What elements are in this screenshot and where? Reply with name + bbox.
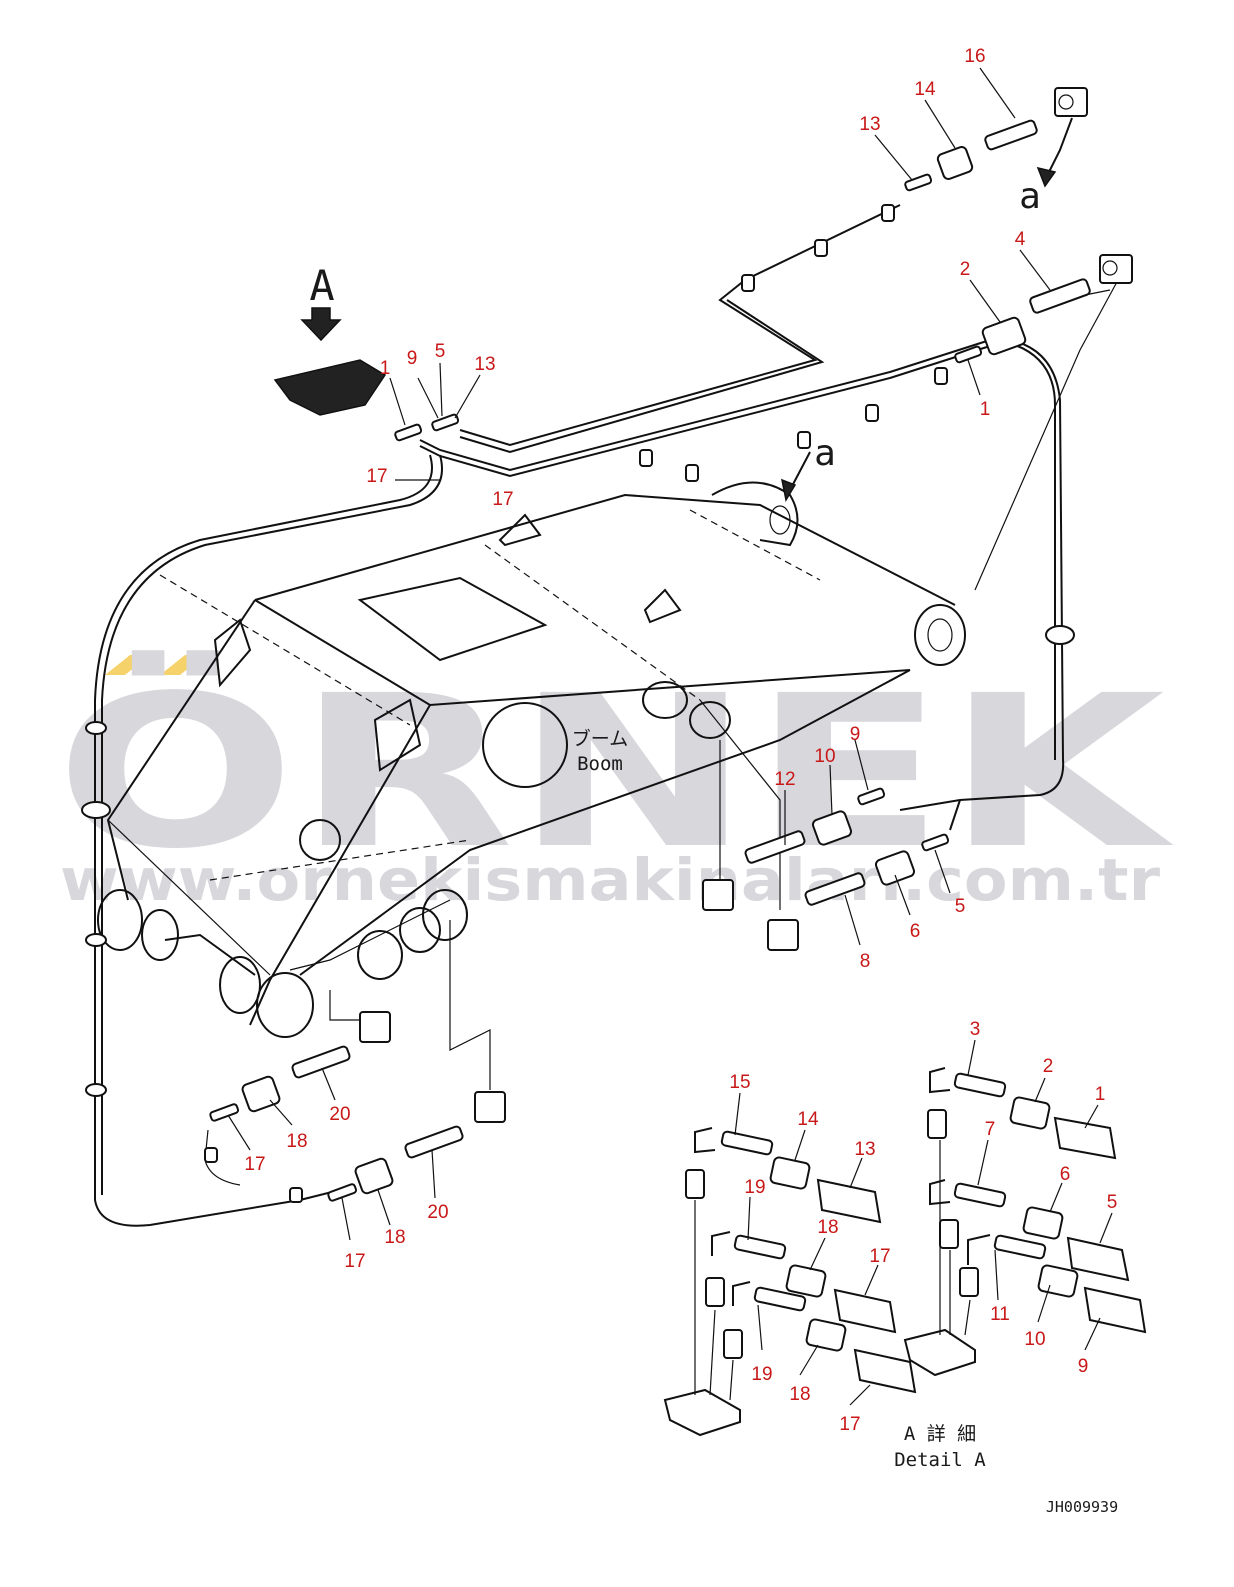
callout-6: 6 [910,921,921,942]
callout-13: 13 [859,114,880,135]
detail-callout-6: 6 [1060,1164,1071,1185]
detail-callout-7: 7 [985,1119,996,1140]
callout-17-c: 17 [244,1154,265,1175]
callout-18: 18 [286,1131,307,1152]
detail-callout-18: 18 [817,1217,838,1238]
watermark-url: www.ornekismakinalari.com.tr [60,846,1160,914]
manifold-block-a [273,359,460,442]
detail-callout-2: 2 [1043,1056,1054,1077]
callout-9: 9 [407,348,418,369]
callout-17: 17 [366,466,387,487]
detail-callout-13: 13 [854,1139,875,1160]
callout-10: 10 [814,746,835,767]
detail-a-parts [663,1067,1147,1437]
detail-callout-1: 1 [1095,1084,1106,1105]
clamps [81,204,1075,1203]
callout-1: 1 [380,358,391,379]
fittings-top-right [904,87,1133,364]
detail-callout-19: 19 [744,1177,765,1198]
boom-label-jp: ブーム [572,727,628,750]
callout-14: 14 [914,79,936,100]
callout-18-b: 18 [384,1227,405,1248]
callout-5-b: 5 [955,896,966,917]
ref-arrow-icon [780,478,797,503]
detail-callout-11: 11 [990,1304,1010,1325]
drawing-code: JH009939 [1046,1498,1118,1516]
callout-17-d: 17 [344,1251,365,1272]
callout-9-b: 9 [850,724,861,745]
detail-callout-19-b: 19 [751,1364,772,1385]
detail-callout-14: 14 [797,1109,819,1130]
callout-17-b: 17 [492,489,513,510]
detail-callout-15: 15 [729,1072,750,1093]
detail-caption-jp: A 詳 細 [904,1423,976,1445]
callout-2: 2 [960,259,971,280]
boom-label-en: Boom [577,753,623,775]
callout-20-b: 20 [427,1202,448,1223]
callout-leaders-main [227,67,1051,1241]
detail-caption-en: Detail A [894,1449,986,1471]
callout-8: 8 [860,951,871,972]
watermark-brand: ÖRNEK [55,649,1175,895]
view-a-label: A [309,261,334,310]
detail-callout-10: 10 [1024,1329,1045,1350]
detail-callout-3: 3 [970,1019,981,1040]
boom-body [97,481,966,1038]
ref-a-boom: a [814,433,836,474]
callout-leaders-detail [734,1039,1113,1406]
watermark-accent-right [160,655,205,675]
watermark-accent-left [105,655,150,675]
watermark: ÖRNEK www.ornekismakinalari.com.tr [55,649,1175,914]
detail-callout-17-b: 17 [839,1414,860,1435]
callout-16: 16 [964,46,985,67]
detail-callout-17: 17 [869,1246,890,1267]
callouts-detail: 3 2 1 15 14 13 7 6 5 19 18 17 11 10 9 19… [729,1019,1117,1435]
detail-callout-9: 9 [1078,1356,1089,1377]
detail-callout-5: 5 [1107,1192,1118,1213]
callout-4: 4 [1015,229,1026,250]
fittings-right-middle [702,787,950,951]
callout-13-a: 13 [474,354,495,375]
hose-lines [94,204,1119,1227]
callout-1-b: 1 [980,399,991,420]
callout-12: 12 [774,769,795,790]
callout-5: 5 [435,341,446,362]
fittings-bottom-left [209,1011,506,1202]
detail-callout-18-b: 18 [789,1384,810,1405]
ref-a-top: a [1019,176,1041,217]
view-arrow-icon [300,307,342,342]
callouts-main: 16 14 13 4 2 1 9 5 13 1 17 17 10 9 12 5 … [244,46,1025,1272]
callout-20: 20 [329,1104,350,1125]
